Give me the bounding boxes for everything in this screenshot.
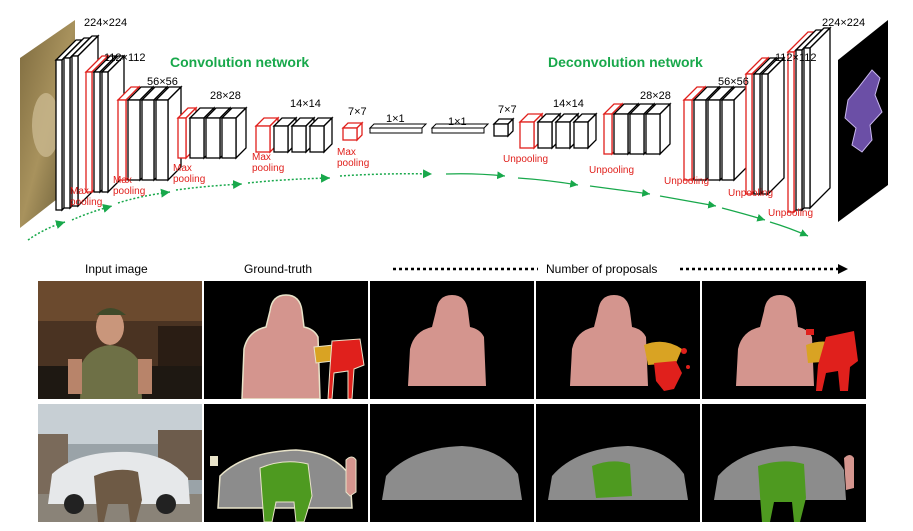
flow-arrow-encoder-1 [27, 220, 66, 241]
unpooling-label-4: Unpooling [728, 188, 774, 199]
dim-label-5: 14×14 [290, 98, 321, 110]
flow-arrow-decoder-3 [589, 185, 651, 197]
row2-proposal-result-1 [370, 404, 534, 522]
header-number-of-proposals: Number of proposals [546, 262, 658, 276]
fc-layer-2-front [431, 127, 485, 134]
dim-label-2: 112×112 [104, 52, 146, 64]
conv-layer-35 [760, 56, 786, 196]
row2-input-photo [38, 404, 202, 522]
dim-label-10: 14×14 [553, 98, 584, 110]
dim-label-9: 7×7 [498, 104, 517, 116]
unpooling-label-5: Unpooling [768, 208, 814, 219]
dim-label-13: 112×112 [775, 52, 817, 64]
max-pooling-label-2: Max pooling [113, 175, 146, 197]
dog-shape [32, 93, 60, 157]
decoder-stack [492, 26, 832, 214]
max-pooling-label-4: Max pooling [252, 152, 285, 174]
header-ground-truth: Ground-truth [244, 262, 313, 276]
row1-proposal-result-2 [536, 281, 700, 399]
dim-label-4: 28×28 [210, 90, 241, 102]
output-mask-shape [844, 69, 883, 153]
conv-layer-38 [802, 26, 832, 210]
row2-proposal-result-3 [702, 404, 866, 522]
dim-label-14: 224×224 [822, 17, 866, 29]
dim-label-7: 1×1 [386, 113, 405, 125]
conv-layer-18 [308, 116, 334, 154]
decoder-title: Deconvolution network [548, 54, 703, 70]
flow-arrow-encoder-6 [339, 169, 433, 179]
max-pooling-label-5: Max pooling [337, 147, 370, 169]
conv-layer-20 [492, 117, 515, 138]
flow-arrow-decoder-1 [445, 171, 506, 180]
unpooling-label-1: Unpooling [503, 154, 549, 165]
dim-label-1: 224×224 [84, 17, 128, 29]
encoder-title: Convolution network [170, 54, 310, 70]
dim-label-3: 56×56 [147, 76, 178, 88]
encoder-stack [54, 34, 364, 212]
dim-label-8: 1×1 [448, 116, 467, 128]
row1-input-photo [38, 281, 202, 399]
max-pooling-label-3: Max pooling [173, 163, 206, 185]
row1-ground-truth-mask [204, 281, 368, 399]
flow-arrow-decoder-6 [769, 221, 809, 237]
row1-proposal-result-1 [370, 281, 534, 399]
row2-ground-truth-mask [204, 404, 368, 522]
flow-arrow-encoder-4 [175, 179, 243, 191]
unpooling-label-2: Unpooling [589, 165, 635, 176]
dim-label-11: 28×28 [640, 90, 671, 102]
conv-layer-32 [720, 85, 749, 182]
flow-arrow-decoder-5 [721, 207, 766, 222]
flow-arrow-decoder-4 [659, 195, 717, 209]
conv-layer-28 [644, 102, 672, 156]
network-diagram [20, 20, 888, 241]
flow-arrow-encoder-3 [117, 188, 171, 204]
conv-layer-24 [572, 112, 598, 150]
flow-arrow-encoder-5 [247, 173, 331, 184]
row2-proposal-result-2 [536, 404, 700, 522]
proposals-arrow [393, 264, 848, 274]
fc-layer-1-front [369, 127, 423, 134]
dim-label-12: 56×56 [718, 76, 749, 88]
pooling-layer-19 [341, 121, 364, 142]
max-pooling-label-1: Max pooling [70, 186, 103, 208]
unpooling-label-3: Unpooling [664, 176, 710, 187]
conv-layer-14 [220, 106, 248, 160]
header-input-image: Input image [85, 262, 148, 276]
row1-proposal-result-3 [702, 281, 866, 399]
flow-arrow-encoder-2 [71, 204, 113, 221]
flow-arrow-decoder-2 [517, 177, 579, 188]
dim-label-6: 7×7 [348, 106, 367, 118]
